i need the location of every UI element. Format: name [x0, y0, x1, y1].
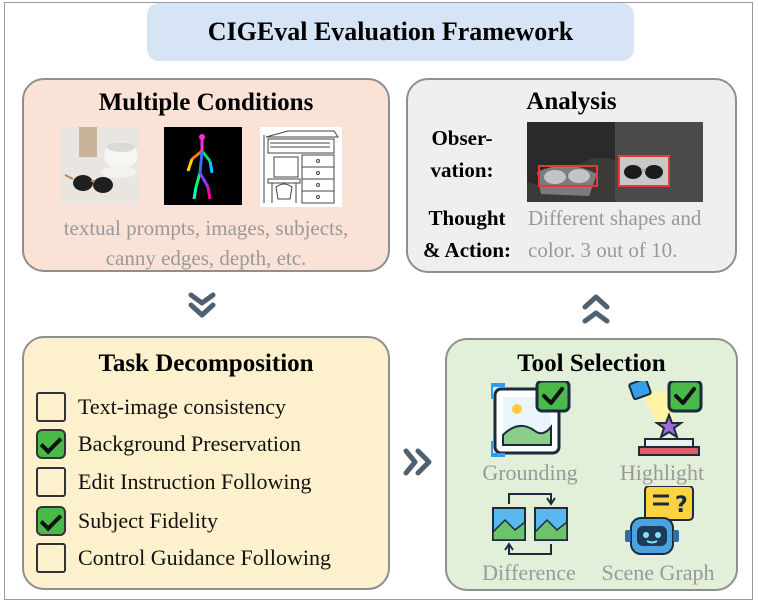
thought-label-line1: Thought	[428, 206, 506, 230]
pose-skeleton-thumbnail	[164, 127, 242, 205]
checked-checkbox-icon[interactable]	[36, 506, 66, 536]
checklist-item-label: Control Guidance Following	[78, 545, 331, 570]
checklist-item-label: Text-image consistency	[78, 394, 287, 419]
tool-selection-title: Tool Selection	[517, 350, 666, 377]
checklist-item[interactable]: Background Preservation	[36, 427, 301, 461]
highlight-icon	[628, 381, 703, 456]
tool-label-highlight: Highlight	[619, 460, 705, 485]
unchecked-checkbox-icon[interactable]	[36, 543, 66, 573]
thought-action-label: Thought & Action:	[414, 202, 520, 266]
thought-text-line2: color. 3 out of 10.	[528, 238, 678, 262]
analysis-title: Analysis	[526, 88, 617, 115]
observation-label: Obser- vation:	[420, 122, 504, 186]
checklist-item[interactable]: Text-image consistency	[36, 390, 286, 424]
chevron-right-arrow-icon	[403, 448, 432, 476]
outer-frame	[4, 2, 753, 600]
thought-label-line2: & Action:	[422, 238, 512, 262]
observation-label-line2: vation:	[430, 158, 494, 182]
checklist-item-label: Edit Instruction Following	[78, 469, 312, 494]
thought-action-text: Different shapes and color. 3 out of 10.	[528, 202, 738, 266]
grounding-icon	[491, 381, 571, 457]
tool-selection-box: Tool Selection ?	[445, 338, 738, 591]
chevron-down-arrow-icon	[188, 292, 216, 318]
unchecked-checkbox-icon[interactable]	[36, 467, 66, 497]
tool-label-difference: Difference	[482, 560, 576, 585]
tool-label-scene-graph: Scene Graph	[601, 560, 715, 585]
chevron-up-arrow-icon	[582, 294, 610, 324]
checklist-item-label: Subject Fidelity	[78, 508, 218, 533]
checklist-item[interactable]: Subject Fidelity	[36, 504, 218, 538]
canny-edges-thumbnail	[260, 127, 342, 207]
multiple-conditions-title: Multiple Conditions	[98, 89, 314, 116]
task-decomposition-title: Task Decomposition	[98, 350, 314, 377]
checklist-item[interactable]: Control Guidance Following	[36, 541, 331, 575]
thought-text-line1: Different shapes and	[528, 206, 702, 230]
unchecked-checkbox-icon[interactable]	[36, 392, 66, 422]
scene-graph-icon: ?	[625, 486, 694, 555]
checked-checkbox-icon[interactable]	[36, 429, 66, 459]
conditions-description-line1: textual prompts, images, subjects,	[63, 216, 349, 240]
observation-label-line1: Obser-	[431, 126, 493, 150]
conditions-description-line2: canny edges, depth, etc.	[105, 246, 307, 270]
difference-icon	[492, 493, 568, 555]
svg-text:?: ?	[675, 493, 688, 518]
analysis-box: Analysis Obser- vation: Thought & Action…	[406, 78, 737, 273]
tool-label-grounding: Grounding	[482, 460, 578, 485]
observation-images	[527, 122, 703, 202]
framework-title: CIGEval Evaluation Framework	[147, 3, 634, 61]
checklist-item-label: Background Preservation	[78, 431, 301, 456]
sunglasses-photo-thumbnail	[61, 127, 139, 205]
checklist-item[interactable]: Edit Instruction Following	[36, 465, 311, 499]
task-decomposition-box: Task Decomposition Text-image consistenc…	[22, 336, 390, 590]
multiple-conditions-box: Multiple Conditions	[22, 78, 390, 272]
